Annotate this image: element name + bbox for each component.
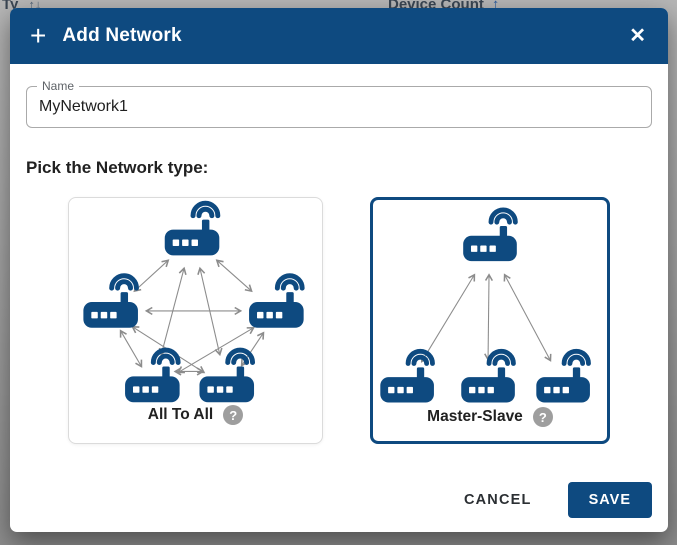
link-arrows bbox=[119, 259, 265, 376]
network-type-cards: All To All ? Master-Slave ? bbox=[10, 197, 668, 444]
dialog-title: Add Network bbox=[62, 25, 182, 46]
cancel-button[interactable]: CANCEL bbox=[463, 492, 532, 508]
link-arrows bbox=[420, 273, 552, 363]
add-network-dialog: + Add Network ✕ Name Pick the Network ty… bbox=[10, 8, 668, 532]
close-icon[interactable]: ✕ bbox=[629, 25, 646, 47]
save-button[interactable]: SAVE bbox=[567, 482, 652, 518]
name-field: Name bbox=[26, 79, 652, 128]
dialog-header: + Add Network ✕ bbox=[10, 8, 668, 64]
help-icon[interactable]: ? bbox=[223, 405, 244, 425]
sort-icon: ↑ bbox=[491, 0, 500, 13]
master-slave-topology-diagram bbox=[373, 202, 607, 408]
network-type-card-all-to-all[interactable]: All To All ? bbox=[68, 197, 323, 444]
router-icon-slave bbox=[461, 351, 515, 402]
section-heading: Pick the Network type: bbox=[26, 158, 209, 177]
router-icon bbox=[125, 350, 180, 402]
help-icon[interactable]: ? bbox=[532, 407, 553, 427]
name-field-label: Name bbox=[37, 79, 80, 93]
all-to-all-topology-diagram bbox=[69, 200, 322, 406]
router-icon bbox=[83, 276, 138, 328]
card-label-all-to-all: All To All bbox=[147, 406, 214, 423]
plus-icon: + bbox=[30, 20, 47, 51]
router-icon bbox=[249, 276, 304, 328]
card-caption: Master-Slave ? bbox=[427, 407, 553, 427]
router-icon-slave bbox=[380, 351, 434, 402]
network-type-card-master-slave[interactable]: Master-Slave ? bbox=[370, 197, 610, 444]
router-icon-slave bbox=[536, 351, 590, 402]
router-icon-master bbox=[463, 210, 517, 261]
router-icon bbox=[199, 350, 254, 402]
card-caption: All To All ? bbox=[147, 405, 244, 425]
card-label-master-slave: Master-Slave bbox=[427, 408, 523, 425]
router-icon bbox=[165, 203, 220, 255]
name-input[interactable] bbox=[27, 87, 651, 127]
dialog-actions: CANCEL SAVE bbox=[464, 482, 652, 518]
